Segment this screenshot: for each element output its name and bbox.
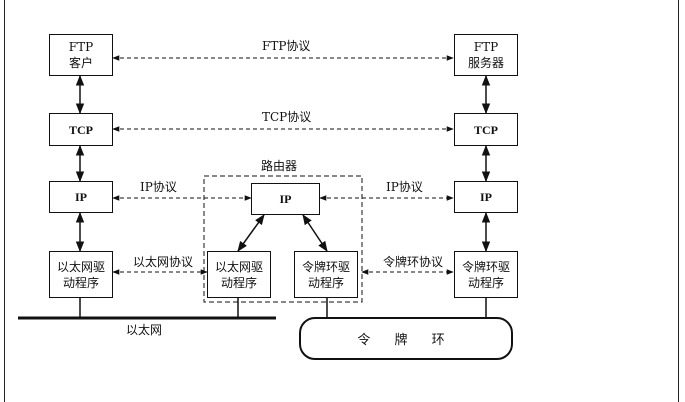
ip-protocol-label-left: IP协议	[140, 180, 177, 194]
router-title: 路由器	[261, 159, 298, 173]
right-tcp-label: TCP	[474, 122, 498, 137]
router-tr-label-2: 动程序	[307, 275, 344, 290]
router-eth-label-2: 动程序	[220, 275, 257, 290]
eth-protocol-label: 以太网协议	[133, 255, 194, 269]
ip-protocol-label-right: IP协议	[386, 180, 423, 194]
right-tr-driver-box: 令牌环驱 动程序	[454, 251, 518, 298]
left-ftp-label-1: FTP	[68, 40, 94, 54]
left-ip-box: IP	[49, 181, 113, 213]
right-driver-label-1: 令牌环驱	[461, 259, 510, 274]
router-eth-label-1: 以太网驱	[214, 259, 263, 274]
right-ftp-label-2: 服务器	[467, 56, 504, 70]
router-ip-eth-link	[237, 214, 265, 252]
left-driver-label-2: 动程序	[62, 275, 99, 290]
tr-protocol-label: 令牌环协议	[383, 255, 444, 269]
left-ftp-label-2: 客户	[68, 56, 93, 70]
token-ring-network: 令 牌 环	[299, 317, 513, 360]
router-ip-box: IP	[251, 183, 320, 215]
frame-right-border	[678, 0, 679, 402]
right-ip-label: IP	[480, 190, 492, 204]
ethernet-label: 以太网	[126, 323, 163, 337]
router-ip-tr-link	[302, 214, 328, 252]
router-eth-driver-box: 以太网驱 动程序	[207, 251, 271, 298]
tcp-protocol-label: TCP协议	[262, 110, 312, 124]
left-ftp-client-box: FTP 客户	[49, 34, 113, 76]
router-ip-label: IP	[279, 192, 292, 206]
left-ip-label: IP	[75, 190, 87, 204]
router-enclosure	[203, 175, 363, 303]
right-ftp-server-box: FTP 服务器	[454, 34, 518, 76]
router-tr-label-1: 令牌环驱	[301, 259, 350, 274]
left-driver-label-1: 以太网驱	[56, 259, 105, 274]
right-ftp-label-1: FTP	[473, 40, 499, 54]
right-tcp-box: TCP	[454, 113, 518, 146]
left-tcp-box: TCP	[49, 113, 113, 146]
router-tr-driver-box: 令牌环驱 动程序	[294, 251, 358, 298]
frame-left-border	[4, 0, 5, 402]
token-ring-label: 令 牌 环	[357, 333, 455, 348]
left-tcp-label: TCP	[69, 122, 93, 137]
ftp-protocol-label: FTP协议	[262, 39, 311, 53]
left-eth-driver-box: 以太网驱 动程序	[49, 251, 113, 298]
right-ip-box: IP	[454, 181, 518, 213]
right-driver-label-2: 动程序	[467, 275, 504, 290]
